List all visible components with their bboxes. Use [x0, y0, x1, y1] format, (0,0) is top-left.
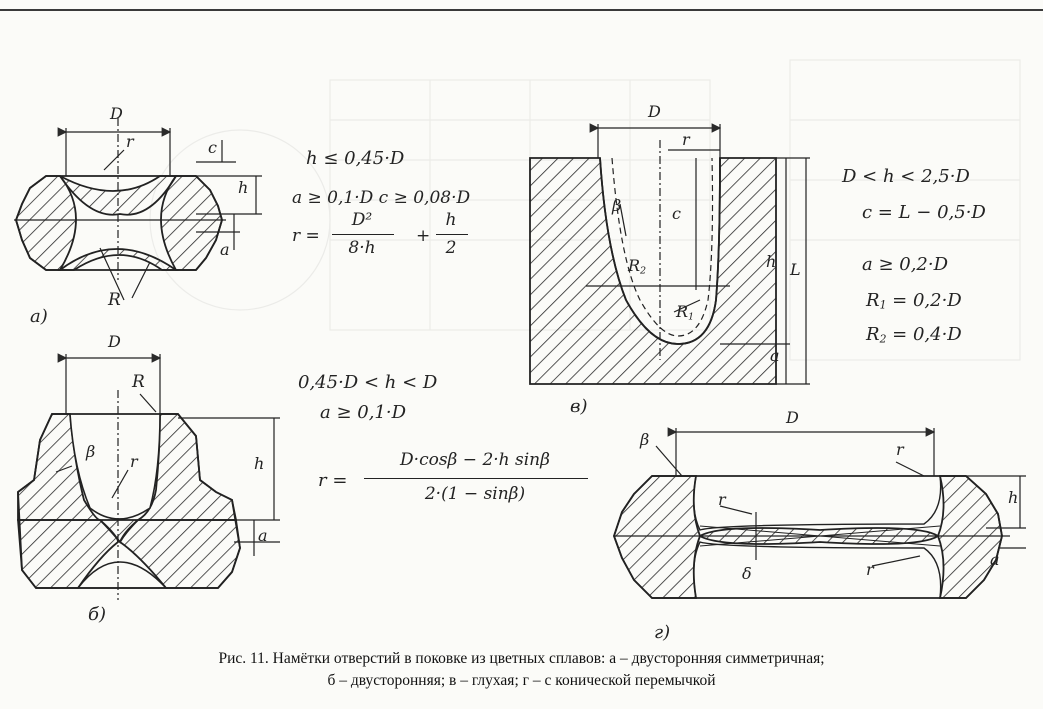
label-D-b: D — [108, 332, 121, 351]
label-a-b: a — [258, 526, 268, 545]
label-beta-v: β — [612, 196, 622, 215]
label-h-v: h — [766, 252, 777, 271]
label-r-g-top: r — [896, 440, 904, 459]
label-r-g-left: r — [718, 490, 726, 509]
formula-a-line2: a ≥ 0,1·D c ≥ 0,08·D — [292, 188, 471, 208]
label-a-a: a — [220, 240, 230, 259]
fig-g-left-body — [613, 475, 701, 599]
label-h-a: h — [238, 178, 249, 197]
label-D-v: D — [648, 102, 661, 121]
figure-caption-line1: Рис. 11. Намётки отверстий в поковке из … — [218, 650, 825, 667]
label-fig-a: а) — [30, 306, 48, 327]
formula-v-line2: c = L − 0,5·D — [862, 202, 986, 223]
formula-b-r-bar — [364, 478, 588, 479]
formula-b-r-den: 2·(1 − sinβ) — [424, 484, 526, 504]
label-R-b: R — [132, 372, 145, 392]
fig-v-drawing — [529, 123, 810, 385]
label-R1-v: R1 — [676, 302, 695, 323]
label-c-v: c — [672, 204, 681, 223]
fig-a-left-body — [15, 175, 77, 271]
fig-b-drawing — [17, 353, 280, 600]
figure-caption-line2: б – двусторонняя; в – глухая; г – с кони… — [327, 672, 716, 689]
label-fig-b: б) — [88, 604, 107, 625]
label-r-b: r — [130, 452, 138, 471]
scan-showthrough — [149, 59, 1021, 361]
label-delta-g: δ — [742, 564, 752, 583]
formula-a-r-den: 8·h — [348, 238, 376, 258]
formula-a-r-plus: + — [416, 226, 431, 246]
formula-a-r: r = D² 8·h + h 2 — [292, 212, 512, 262]
fig-v-body — [529, 157, 777, 385]
formula-b-r-lhs: r = — [318, 470, 348, 491]
label-fig-g: г) — [654, 622, 671, 643]
formula-b-r-num: D·cosβ − 2·h sinβ — [400, 450, 550, 470]
fig-g-drawing — [613, 427, 1026, 599]
label-a-v: a — [770, 346, 780, 365]
fig-a-drawing — [14, 118, 262, 301]
formula-a-r-den2: 2 — [445, 238, 457, 258]
label-r-g-bottom: r — [866, 560, 874, 579]
label-D-a: D — [110, 104, 123, 123]
label-beta-g: β — [640, 430, 650, 449]
fig-a-right-body — [160, 175, 223, 271]
label-R2-v: R2 — [628, 256, 647, 277]
formula-v-line5: R2 = 0,4·D — [866, 324, 962, 346]
label-a-g: a — [990, 550, 1000, 569]
fig-g-right-body — [937, 475, 1003, 599]
formula-v-line3: a ≥ 0,2·D — [862, 254, 949, 275]
label-L-v: L — [790, 260, 801, 279]
formula-a-r-num2: h — [445, 210, 457, 230]
label-beta-b: β — [86, 442, 96, 461]
formula-v-line4: R1 = 0,2·D — [866, 290, 962, 312]
label-fig-v: в) — [570, 396, 588, 417]
label-r-a: r — [126, 132, 134, 151]
formula-b-r: r = D·cosβ − 2·h sinβ 2·(1 − sinβ) — [318, 452, 598, 510]
label-h-g: h — [1008, 488, 1019, 507]
formula-a-r-bar2 — [436, 234, 468, 235]
formula-a-r-bar — [332, 234, 394, 235]
label-D-g: D — [786, 408, 799, 427]
fig-a-upper-web — [59, 175, 178, 216]
label-R-a: R — [108, 290, 121, 310]
formula-v-line1: D < h < 2,5·D — [842, 166, 970, 187]
formula-b-line1: 0,45·D < h < D — [298, 372, 438, 393]
formula-b-line2: a ≥ 0,1·D — [320, 402, 407, 423]
formula-a-r-lhs: r = — [292, 226, 320, 246]
label-c-a: c — [208, 138, 217, 157]
label-r-v: r — [682, 130, 690, 149]
formula-a-line1: h ≤ 0,45·D — [306, 148, 405, 169]
formula-a-r-num: D² — [351, 210, 373, 230]
label-h-b: h — [254, 454, 265, 473]
